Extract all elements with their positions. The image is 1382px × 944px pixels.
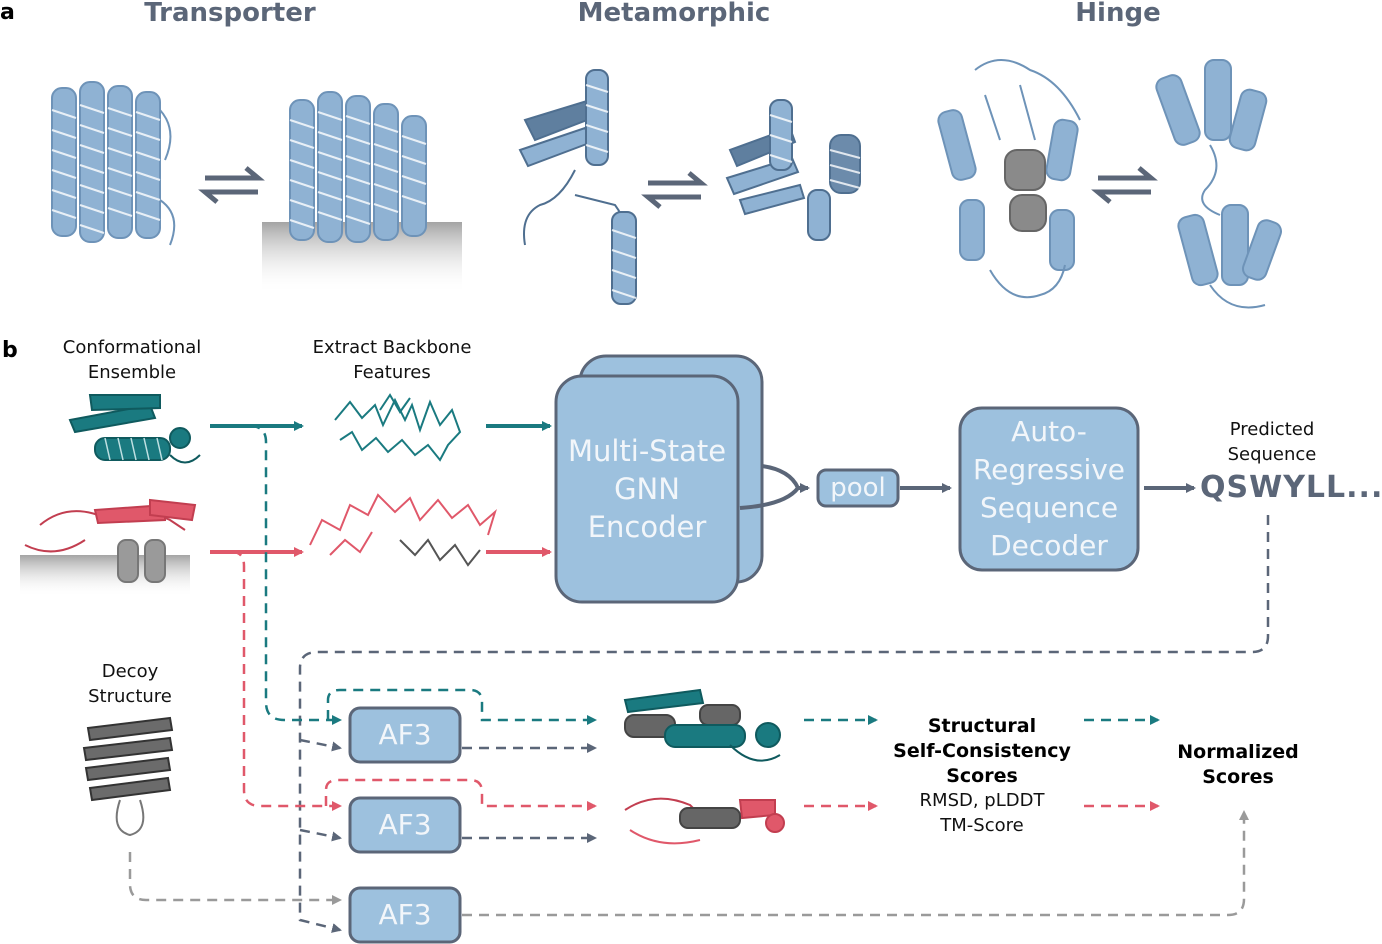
decoder-label-line-4: Decoder [990,529,1108,562]
pool-box [816,468,900,508]
encoder-label-line-2: GNN [614,472,680,506]
dashed-teal-hop [326,688,597,725]
encoder-label-line-3: Encoder [587,510,707,544]
decoy-caption-line-2: Structure [88,686,172,707]
scores-title: Structural Self-Consistency Scores [870,714,1094,789]
af3-label-1: AF3 [378,718,432,751]
dashed-grey-af3-3-to-normalized [462,810,1249,917]
transporter-state-2-icon [262,91,462,294]
decoder-box [958,406,1140,572]
equilibrium-arrows-icon [198,166,265,204]
transporter-state-1-icon [51,81,176,246]
backbone-trace-teal-icon [334,393,462,462]
decoy-structure-icon [82,716,174,837]
equilibrium-arrows-icon [641,171,708,209]
predicted-teal-structure-icon [623,688,781,762]
scores-title-line-3: Scores [946,765,1018,787]
predicted-red-structure-icon [624,797,785,845]
ensemble-red-protein-icon [20,498,197,597]
encoder-label: Multi-State GNN Encoder [556,432,738,546]
decoy-caption-line-1: Decoy [101,661,159,682]
backbone-trace-red-icon [309,493,497,567]
decoder-label-line-3: Sequence [979,491,1119,524]
ensemble-caption-line-2: Ensemble [87,362,177,383]
category-title-transporter: Transporter [144,0,316,28]
af3-label-2: AF3 [378,808,432,841]
normalized-scores-label: Normalized Scores [1150,740,1326,790]
hinge-state-2-icon [1155,59,1283,309]
dashed-slate-to-af3-2 [299,828,342,842]
af3-box-2 [348,796,462,854]
dashed-red-hop [324,778,597,811]
hinge-state-1-icon [937,59,1081,299]
scores-metrics: RMSD, pLDDT TM-Score [870,788,1094,838]
encoder-label-line-1: Multi-State [567,434,727,468]
predicted-caption-line-1: Predicted [1229,419,1315,440]
dashed-grey-decoy-to-af3-3 [128,852,342,905]
predicted-sequence-value: QSWYLL... [1200,470,1382,505]
predicted-caption-line-2: Sequence [1227,444,1317,465]
decoder-label-line-1: Auto- [1011,415,1087,448]
normalized-line-1: Normalized [1177,741,1299,763]
dashed-red-to-af3-2 [231,550,342,811]
backbone-caption-line-1: Extract Backbone [312,337,472,358]
panel-b-letter: b [2,338,18,363]
metamorphic-state-2-icon [725,99,861,241]
backbone-caption-line-2: Features [353,362,431,383]
encoder-front-box [554,374,740,604]
scores-metrics-line-1: RMSD, pLDDT [919,790,1045,811]
af3-box-3 [348,886,462,944]
sequence-feedback-dashed-path [298,515,1270,933]
decoy-caption: Decoy Structure [50,659,210,709]
ensemble-caption: Conformational Ensemble [32,335,232,385]
af3-box-1 [348,706,462,764]
predicted-sequence-caption: Predicted Sequence [1192,417,1352,467]
normalized-line-2: Scores [1202,766,1274,788]
encoder-pool-connector [739,464,808,510]
scores-metrics-line-2: TM-Score [940,815,1024,836]
scores-title-line-2: Self-Consistency [893,740,1071,762]
category-title-hinge: Hinge [1075,0,1161,28]
category-title-metamorphic: Metamorphic [577,0,771,28]
panel-a-letter: a [0,0,15,25]
backbone-caption: Extract Backbone Features [282,335,502,385]
dashed-teal-to-af3-1 [249,424,342,725]
af3-label-3: AF3 [378,898,432,931]
scores-title-line-1: Structural [927,715,1037,737]
decoder-label: Auto- Regressive Sequence Decoder [960,413,1138,565]
pool-label: pool [830,473,886,503]
decoder-label-line-2: Regressive [972,453,1126,486]
dashed-slate-to-af3-1 [299,738,342,752]
ensemble-caption-line-1: Conformational [62,337,202,358]
ensemble-teal-protein-icon [68,394,201,464]
metamorphic-state-1-icon [518,69,637,305]
equilibrium-arrows-icon [1091,166,1158,204]
